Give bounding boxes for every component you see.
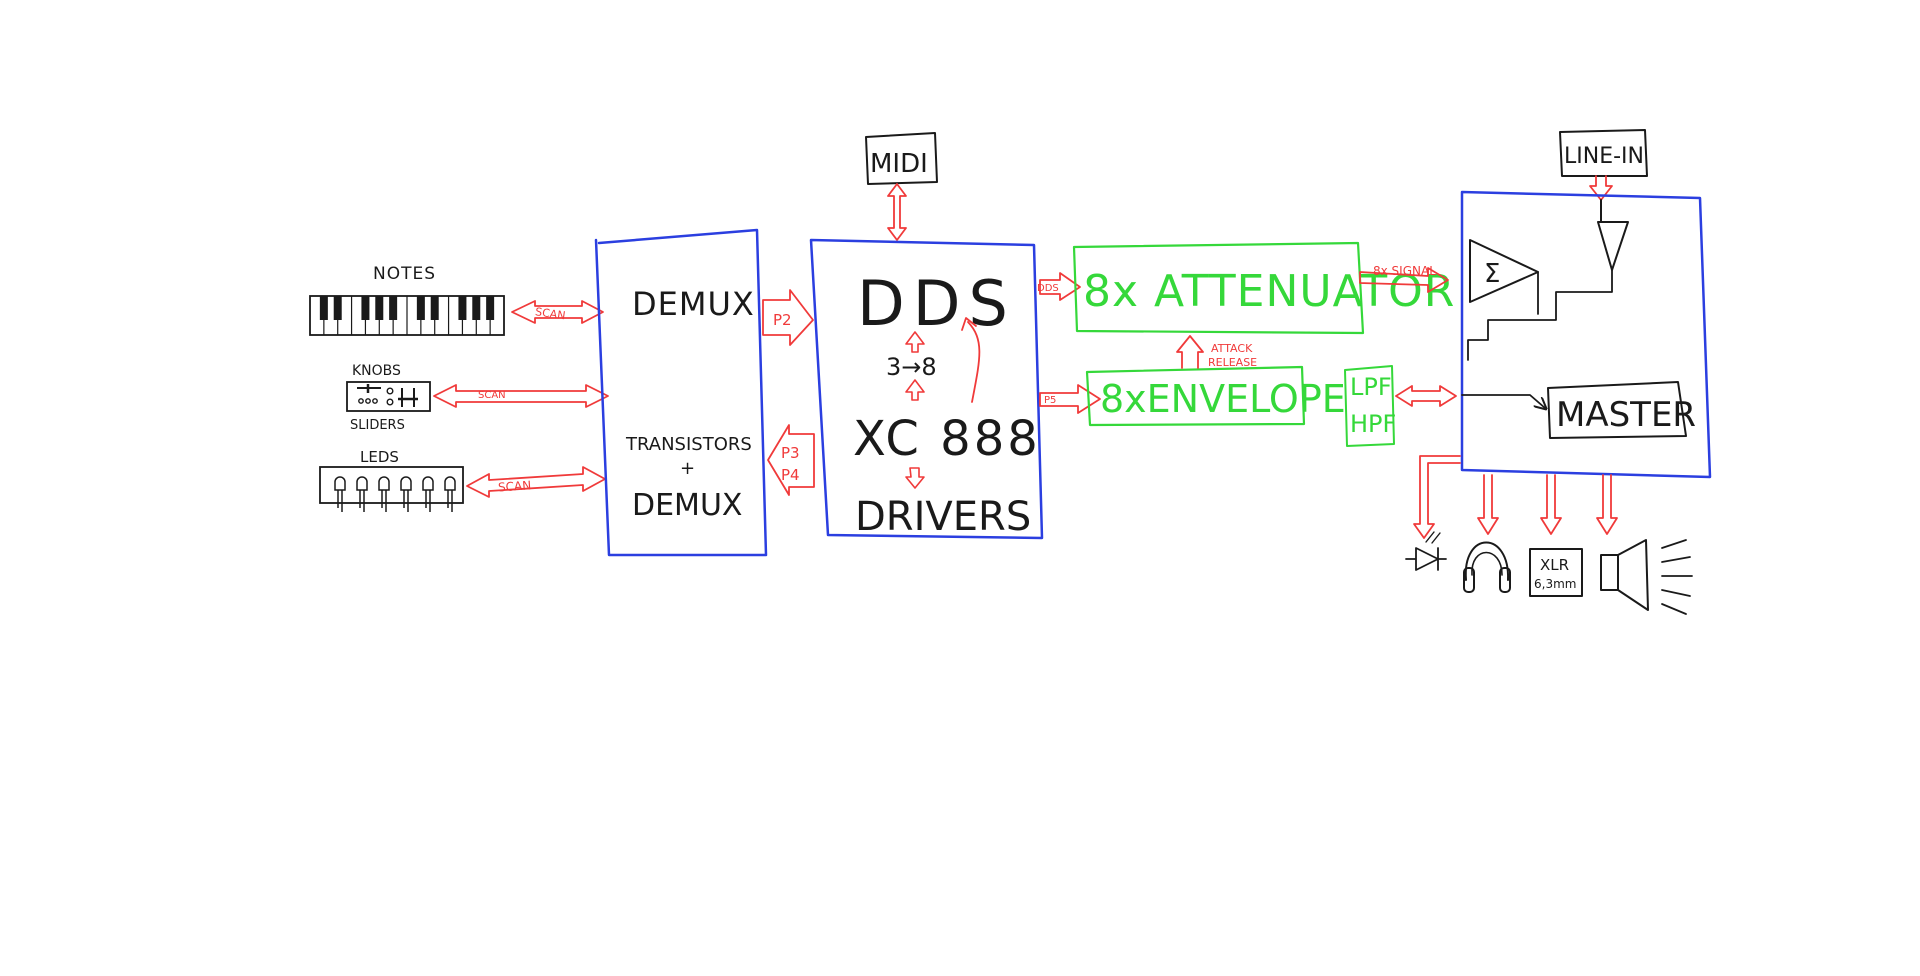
chip-label: XC 888 — [853, 411, 1041, 467]
knobs-sliders-input-group: KNOBS SLIDERS — [346, 363, 431, 433]
attack-release-arrow: ATTACK RELEASE — [1176, 335, 1257, 369]
sliders-label: SLIDERS — [350, 418, 405, 433]
black-key — [430, 296, 439, 320]
p5-label: P5 — [1044, 395, 1056, 406]
filter-arrow — [1395, 385, 1457, 407]
signal-label: 8x SIGNAL — [1373, 264, 1436, 278]
black-key — [319, 296, 328, 320]
sum-symbol: Σ — [1484, 259, 1500, 289]
leds-input-group: LEDS — [319, 448, 464, 512]
led-glyph — [334, 476, 346, 512]
speaker-icon — [1600, 539, 1693, 615]
mixer-block: Σ MASTER — [1460, 190, 1712, 479]
xlr-line1: XLR — [1540, 556, 1569, 574]
p3-p4-arrow: P3 P4 — [767, 424, 815, 496]
notes-label: NOTES — [373, 264, 436, 284]
black-key — [333, 296, 342, 320]
scan-arrow-leds: SCAN — [466, 466, 606, 498]
black-key — [472, 296, 481, 320]
black-key — [416, 296, 425, 320]
conversion-label: 3→8 — [886, 353, 937, 381]
scan-leds-label: SCAN — [498, 478, 532, 494]
midi-arrow — [887, 183, 907, 241]
midi-label: MIDI — [870, 149, 928, 179]
led-glyph — [356, 476, 368, 512]
knobs-sliders-panel-icon — [346, 381, 431, 412]
demux-bottom-label-plus: + — [680, 458, 695, 479]
led-glyph — [378, 476, 390, 512]
black-key — [361, 296, 370, 320]
midi-box: MIDI — [865, 132, 938, 185]
led-glyph — [400, 476, 412, 512]
led-glyph — [444, 476, 456, 512]
scan-knobs-label: SCAN — [478, 390, 506, 401]
attenuator-block: 8x ATTENUATOR — [1072, 241, 1454, 335]
p4-label: P4 — [781, 466, 800, 484]
output-arrows — [1413, 455, 1618, 539]
lpf-label: LPF — [1350, 373, 1392, 401]
master-box: MASTER — [1547, 381, 1696, 439]
scan-arrow-notes: SCAN — [511, 300, 604, 324]
dds-label: DDS — [857, 267, 1016, 340]
attack-label: ATTACK — [1211, 342, 1253, 355]
black-key — [458, 296, 467, 320]
headphones-icon — [1463, 541, 1511, 593]
scan-arrow-knobs: SCAN — [433, 384, 609, 408]
line-in-box: LINE-IN — [1559, 129, 1648, 177]
p5-arrow: P5 — [1039, 384, 1101, 414]
xlr-line2: 6,3mm — [1534, 577, 1576, 591]
led-glyph — [422, 476, 434, 512]
line-in-label: LINE-IN — [1564, 144, 1644, 169]
xlr-output-box: XLR 6,3mm — [1529, 548, 1583, 597]
triangle-amplifier-icon — [1597, 199, 1629, 271]
demux-bottom-label-line2: DEMUX — [632, 488, 742, 523]
led-array-icon — [319, 466, 464, 512]
notes-input-group: NOTES — [309, 264, 505, 336]
leds-label: LEDS — [360, 448, 399, 466]
dds-arrow: DDS — [1037, 272, 1081, 301]
hpf-label: HPF — [1350, 410, 1396, 438]
p3-label: P3 — [781, 444, 800, 462]
signal-arrow: 8x SIGNAL — [1359, 264, 1449, 293]
demux-bottom-label-line1: TRANSISTORS — [625, 434, 752, 455]
p2-label: P2 — [773, 311, 792, 329]
scan-notes-label: SCAN — [534, 305, 566, 322]
release-label: RELEASE — [1208, 356, 1257, 369]
dds-arrow-label: DDS — [1037, 283, 1059, 294]
drivers-label: DRIVERS — [855, 494, 1031, 540]
envelope-block: 8xENVELOPE — [1085, 365, 1346, 427]
knobs-label: KNOBS — [352, 363, 401, 379]
filter-box: LPF HPF — [1344, 365, 1396, 447]
p2-arrow: P2 — [762, 289, 814, 346]
black-key — [375, 296, 384, 320]
piano-keyboard-icon — [309, 295, 505, 336]
black-key — [389, 296, 398, 320]
led-indicator-icon — [1405, 531, 1447, 571]
black-key — [486, 296, 495, 320]
master-label: MASTER — [1556, 395, 1696, 435]
demux-block: DEMUX TRANSISTORS + DEMUX — [594, 228, 768, 557]
mcu-block: DDS 3→8 XC 888 DRIVERS — [809, 238, 1044, 540]
envelope-label: 8xENVELOPE — [1100, 377, 1346, 421]
demux-top-label: DEMUX — [632, 285, 755, 323]
summing-amplifier: Σ — [1469, 239, 1539, 303]
